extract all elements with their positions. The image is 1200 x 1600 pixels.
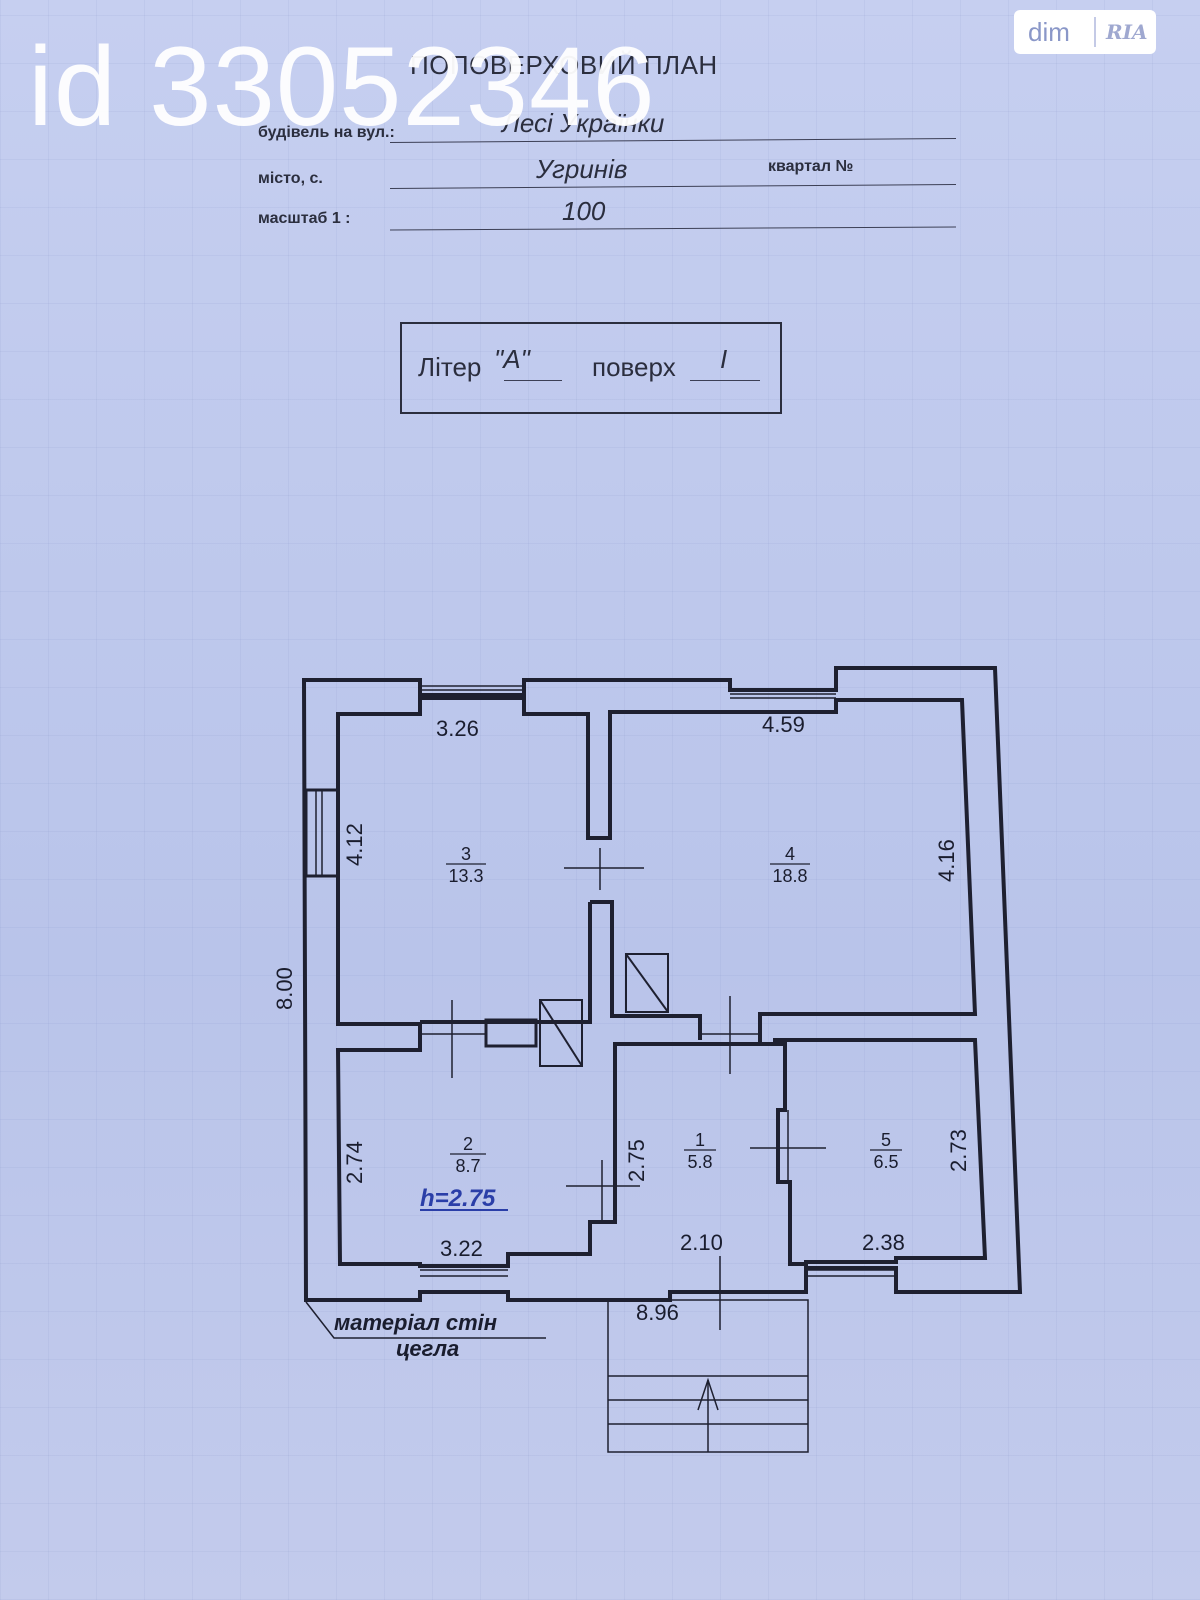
- room-5-label: 5 6.5: [870, 1130, 902, 1172]
- room-area: 18.8: [772, 866, 807, 886]
- dim-room4-height: 4.16: [934, 839, 959, 882]
- outer-wall-outer: [301, 666, 1023, 1302]
- material-pointer: [305, 1301, 546, 1339]
- wall-material-value: цегла: [396, 1336, 459, 1361]
- litera-floor-box: Літер "А" поверх I: [400, 322, 782, 414]
- dim-room5-width: 2.38: [862, 1230, 905, 1255]
- dim-room5-height: 2.73: [946, 1129, 971, 1172]
- room-number: 5: [881, 1130, 891, 1150]
- dim-room2-height: 2.74: [342, 1141, 367, 1184]
- scale-label: масштаб 1 :: [258, 210, 351, 227]
- dim-room1-height: 2.75: [624, 1139, 649, 1182]
- logo-separator: [1094, 17, 1096, 47]
- listing-id-watermark: id 33052346: [28, 24, 656, 149]
- room-3-label: 3 13.3: [446, 844, 486, 886]
- room-number: 3: [461, 844, 471, 864]
- logo-ria-text: RIA: [1106, 20, 1148, 44]
- room-number: 1: [695, 1130, 705, 1150]
- litera-value: "А": [494, 344, 530, 374]
- entrance-stairs: [607, 1299, 809, 1453]
- quarter-label: квартал №: [768, 158, 854, 175]
- room-area: 13.3: [448, 866, 483, 886]
- room-area: 8.7: [455, 1156, 480, 1176]
- city-label: місто, с.: [258, 170, 323, 187]
- dim-room1-width: 2.10: [680, 1230, 723, 1255]
- room-area: 5.8: [687, 1152, 712, 1172]
- dim-room3-width: 3.26: [436, 716, 479, 741]
- room-1-label: 1 5.8: [684, 1130, 716, 1172]
- dim-room4-width: 4.59: [762, 712, 805, 737]
- logo-dim-text: dim: [1028, 16, 1070, 47]
- wall-material-label: матеріал стін: [334, 1310, 497, 1335]
- dim-total-width: 8.96: [636, 1300, 679, 1325]
- floor-label: поверх: [592, 352, 676, 382]
- scale-value: 100: [562, 196, 606, 226]
- door-markers: [420, 848, 826, 1330]
- dim-ria-logo: dim RIA: [1014, 10, 1156, 54]
- room-number: 4: [785, 844, 795, 864]
- dim-total-height: 8.00: [272, 967, 297, 1010]
- city-value: Угринів: [536, 154, 628, 184]
- walls: [301, 666, 1023, 1302]
- litera-label: Літер: [418, 352, 482, 382]
- floor-value: I: [720, 344, 728, 374]
- street-value: Лесі Українки: [502, 108, 665, 138]
- dim-room3-height: 4.12: [342, 823, 367, 866]
- ceiling-height: h=2.75: [420, 1185, 496, 1212]
- street-label: будівель на вул.:: [258, 124, 395, 141]
- plan-title: ПОПОВЕРХОВИЙ ПЛАН: [410, 50, 718, 80]
- room-number: 2: [463, 1134, 473, 1154]
- room-4-label: 4 18.8: [770, 844, 810, 886]
- dim-room2-width: 3.22: [440, 1236, 483, 1261]
- room-2-label: 2 8.7: [450, 1134, 486, 1176]
- room-area: 6.5: [873, 1152, 898, 1172]
